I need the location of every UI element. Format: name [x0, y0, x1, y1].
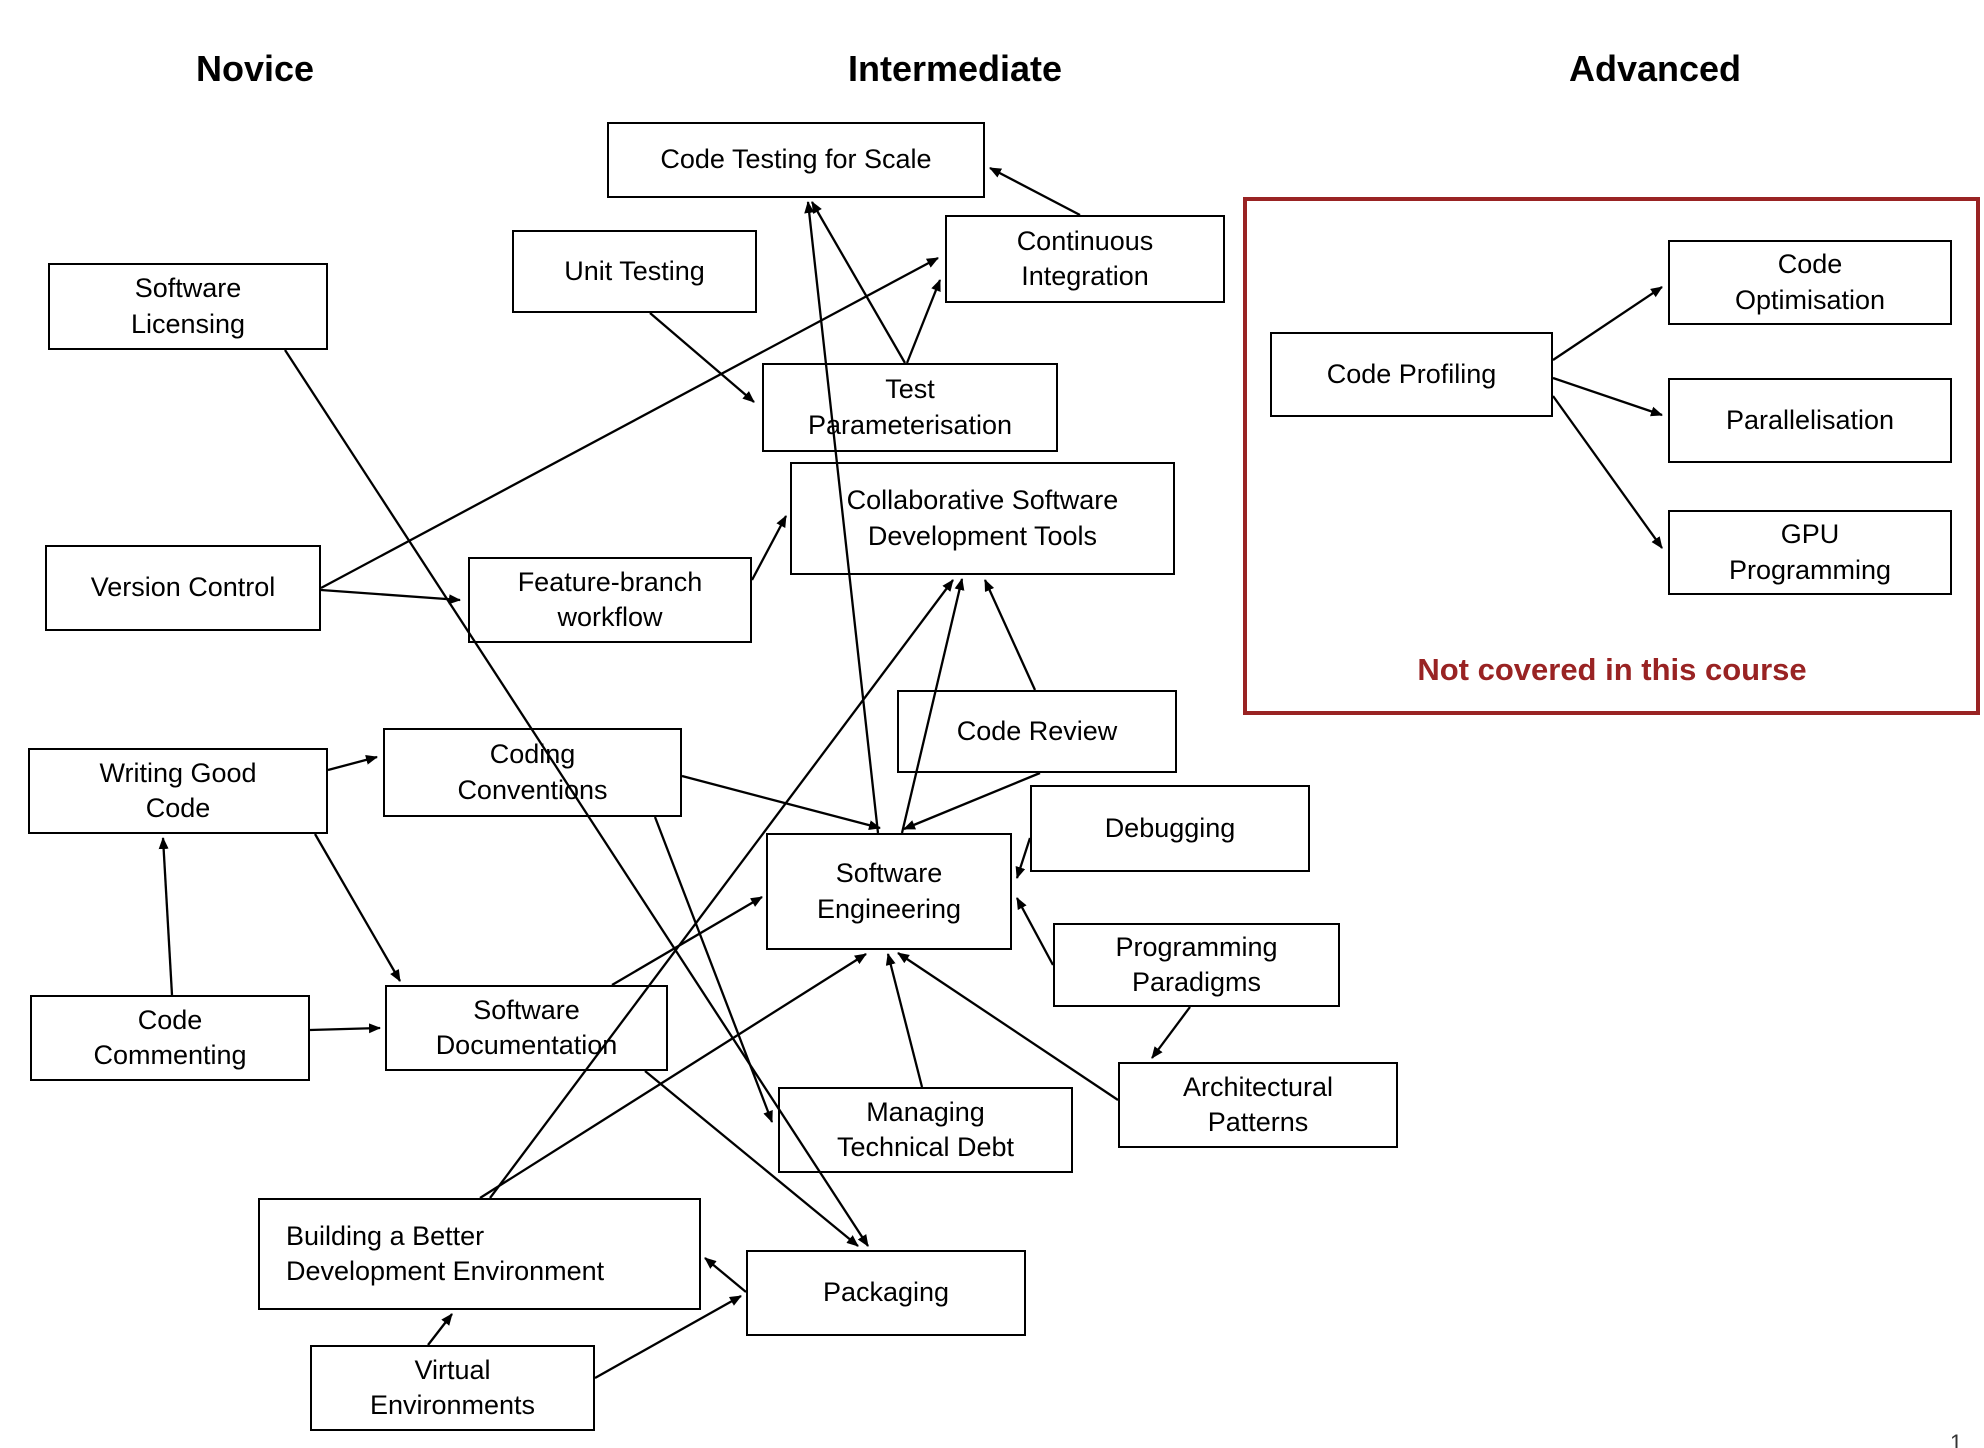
- edge-writing-good-code-to-coding-conventions: [327, 754, 378, 772]
- edge-feature-branch-workflow-to-collaborative-tools: [750, 515, 788, 581]
- node-software-engineering: Software Engineering: [766, 833, 1012, 950]
- node-code-profiling: Code Profiling: [1270, 332, 1553, 417]
- not-covered-label: Not covered in this course: [1417, 652, 1807, 687]
- edge-code-review-to-collaborative-tools: [983, 579, 1037, 691]
- node-packaging: Packaging: [746, 1250, 1026, 1336]
- edge-test-parameterisation-to-continuous-integration: [905, 279, 942, 364]
- column-header-intermediate: Intermediate: [847, 48, 1063, 89]
- node-coding-conventions: Coding Conventions: [383, 728, 682, 817]
- edge-code-commenting-to-writing-good-code: [158, 837, 174, 996]
- edge-coding-conventions-to-managing-technical-debt: [653, 816, 774, 1123]
- node-virtual-environments: Virtual Environments: [310, 1345, 595, 1431]
- edge-continuous-integration-to-code-testing-for-scale: [989, 166, 1081, 217]
- column-header-novice: Novice: [195, 48, 315, 89]
- node-unit-testing: Unit Testing: [512, 230, 757, 313]
- node-managing-technical-debt: Managing Technical Debt: [778, 1087, 1073, 1173]
- edge-packaging-to-building-better-dev-env: [704, 1257, 747, 1293]
- node-software-licensing: Software Licensing: [48, 263, 328, 350]
- node-feature-branch-workflow: Feature-branch workflow: [468, 557, 752, 643]
- edge-coding-conventions-to-software-engineering: [681, 774, 881, 831]
- node-code-optimisation: Code Optimisation: [1668, 240, 1952, 325]
- not-covered-region-box: [1243, 197, 1980, 715]
- node-gpu-programming: GPU Programming: [1668, 510, 1952, 595]
- edge-software-documentation-to-software-engineering: [611, 896, 763, 986]
- node-version-control: Version Control: [45, 545, 321, 631]
- node-test-parameterisation: Test Parameterisation: [762, 363, 1058, 452]
- node-collaborative-tools: Collaborative Software Development Tools: [790, 462, 1175, 575]
- node-programming-paradigms: Programming Paradigms: [1053, 923, 1340, 1007]
- page-number: 1: [1950, 1430, 1963, 1448]
- edge-unit-testing-to-test-parameterisation: [649, 312, 755, 403]
- edge-virtual-environments-to-building-better-dev-env: [427, 1313, 453, 1346]
- node-building-better-dev-env: Building a Better Development Environmen…: [258, 1198, 701, 1310]
- edge-programming-paradigms-to-software-engineering: [1015, 897, 1055, 966]
- edge-writing-good-code-to-software-documentation: [314, 833, 401, 982]
- edge-code-review-to-software-engineering: [903, 771, 1041, 831]
- node-debugging: Debugging: [1030, 785, 1310, 872]
- edge-version-control-to-feature-branch-workflow: [320, 588, 461, 605]
- node-code-review: Code Review: [897, 690, 1177, 773]
- column-header-advanced: Advanced: [1568, 48, 1742, 89]
- edge-test-parameterisation-to-code-testing-for-scale: [811, 201, 906, 364]
- edge-managing-technical-debt-to-software-engineering: [885, 953, 924, 1088]
- node-code-testing-for-scale: Code Testing for Scale: [607, 122, 985, 198]
- node-continuous-integration: Continuous Integration: [945, 215, 1225, 303]
- node-software-documentation: Software Documentation: [385, 985, 668, 1071]
- node-code-commenting: Code Commenting: [30, 995, 310, 1081]
- edge-debugging-to-software-engineering: [1015, 837, 1032, 879]
- node-writing-good-code: Writing Good Code: [28, 748, 328, 834]
- edge-code-commenting-to-software-documentation: [309, 1023, 381, 1034]
- edge-programming-paradigms-to-architectural-patterns: [1151, 1006, 1191, 1059]
- node-parallelisation: Parallelisation: [1668, 378, 1952, 463]
- node-architectural-patterns: Architectural Patterns: [1118, 1062, 1398, 1148]
